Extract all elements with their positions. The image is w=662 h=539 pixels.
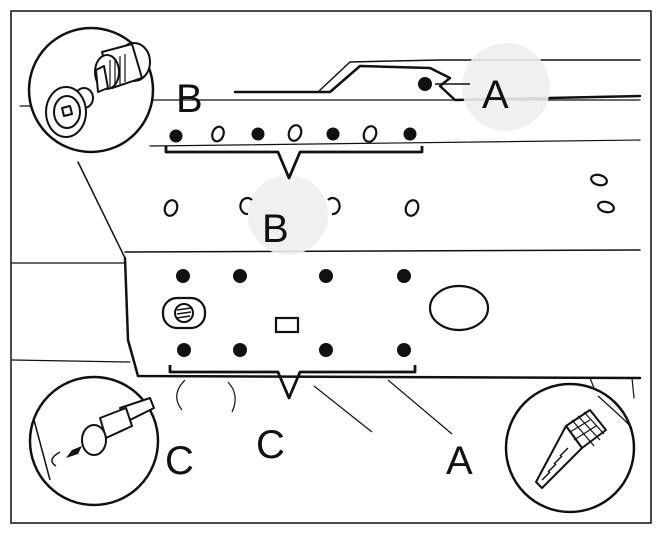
lower-leaders [176,379,453,435]
label-c-center: C [256,423,285,467]
threaded-insert [161,296,207,330]
rivet-hole-open [362,125,378,143]
lower-hole-grid [176,269,411,357]
drill-bit-in-hole-icon [28,375,160,507]
rivet-hole-filled [169,129,183,143]
side-member-panel [11,139,642,399]
upper-hole-row [164,124,424,180]
square-hole [274,316,300,334]
rivet-hole-open [211,125,225,143]
large-oval-hole [428,284,490,332]
label-c-left: C [165,439,194,483]
drill-bit-icon [504,382,636,514]
bracket-lower [168,365,417,400]
bracket-upper [164,146,424,180]
label-a-lower: A [446,439,473,483]
label-halos [248,43,550,255]
label-b-center: B [262,207,289,251]
middle-hole-row [163,173,615,217]
rivet-hole-filled [403,127,417,141]
label-a-upper: A [482,73,509,117]
rivet-hole-filled [251,127,265,141]
label-b-upper: B [176,77,203,121]
rivet-hole-filled [326,127,340,141]
reference-hole-a [418,77,432,91]
lower-panel-features [161,284,490,334]
rivet-hole-open [287,124,303,142]
blind-rivet-nut-icon [27,26,155,154]
